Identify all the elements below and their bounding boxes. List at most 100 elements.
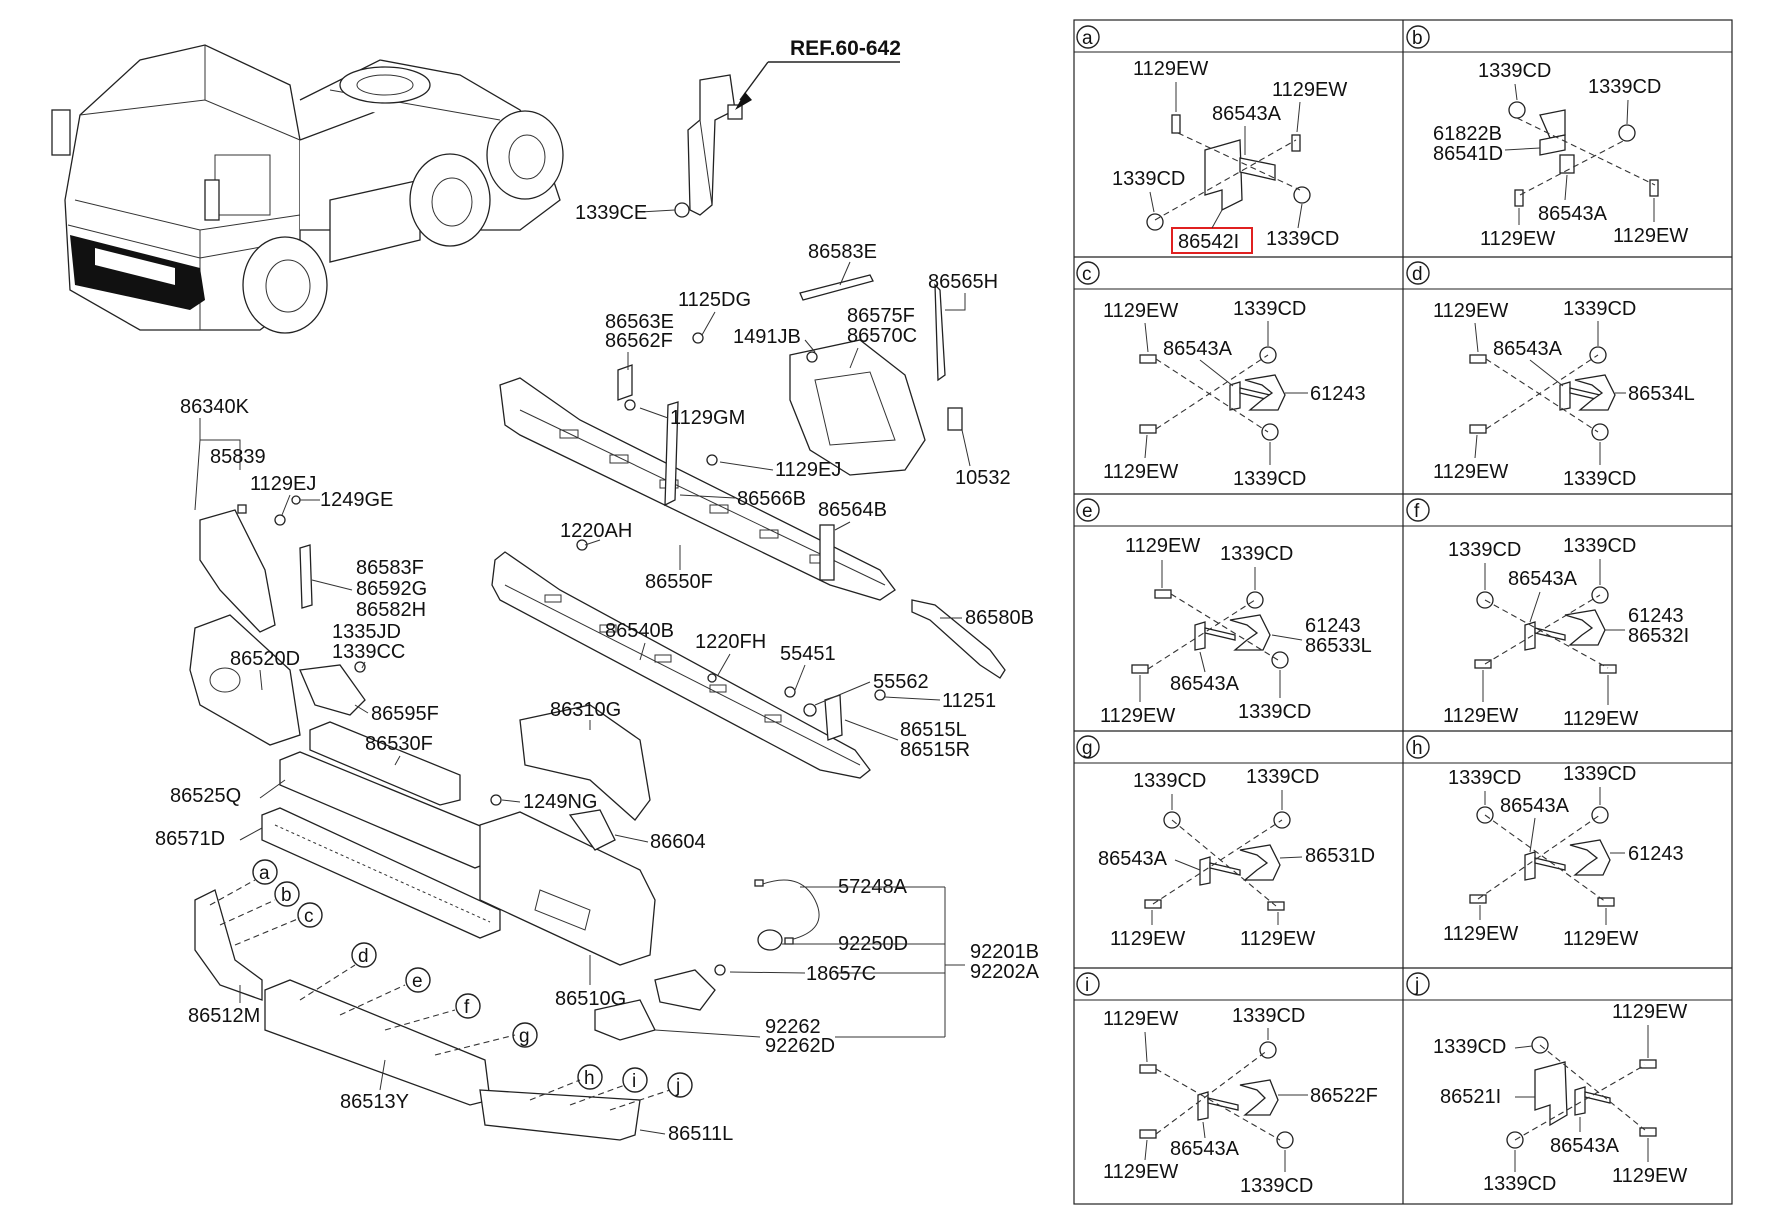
part-label: h — [1412, 738, 1423, 759]
part-label-86540B: 86540B — [605, 620, 674, 642]
part-label-86515L: 86515L — [900, 719, 967, 741]
part-label: 1339CD — [1246, 766, 1319, 788]
part-label: b — [1412, 28, 1423, 49]
panel-h: 1339CD 1339CD 86543A 61243 1129EW 1129EW — [1443, 763, 1684, 950]
part-label-1249GE: 1249GE — [320, 489, 393, 511]
part-label-86580B: 86580B — [965, 607, 1034, 629]
part-label-86583F: 86583F — [356, 557, 424, 579]
panel-g-header: g — [1076, 735, 1100, 759]
part-label: 86522F — [1310, 1085, 1378, 1107]
part-label-10532: 10532 — [955, 467, 1011, 489]
part-label: 86532I — [1628, 625, 1689, 647]
part-label: 1339CD — [1448, 539, 1521, 561]
part-label: 1129EW — [1125, 535, 1200, 557]
panel-i-header: i — [1076, 972, 1100, 996]
part-label-85839: 85839 — [210, 446, 266, 468]
panel-j-header: j — [1406, 972, 1430, 996]
part-label-86563E: 86563E — [605, 311, 674, 333]
part-label: 1129EW — [1110, 928, 1185, 950]
callout-b: b — [274, 881, 300, 907]
part-label: a — [259, 863, 270, 884]
part-label: 86543A — [1170, 1138, 1240, 1160]
part-label: 1339CD — [1112, 168, 1185, 190]
part-label: 86543A — [1538, 203, 1608, 225]
part-label-1339CE: 1339CE — [575, 202, 647, 224]
part-label: 1339CD — [1448, 767, 1521, 789]
part-label: 1339CD — [1220, 543, 1293, 565]
part-label: 86543A — [1500, 795, 1570, 817]
part-label-86564B: 86564B — [818, 499, 887, 521]
part-label: h — [584, 1068, 595, 1089]
part-label-86513Y: 86513Y — [340, 1091, 409, 1113]
panel-d-header: d — [1406, 261, 1430, 285]
highlighted-part-86542I: 86542I — [1178, 231, 1239, 253]
part-label-1220FH: 1220FH — [695, 631, 766, 653]
part-label-86582H: 86582H — [356, 599, 426, 621]
callout-h: h — [577, 1064, 603, 1090]
part-label-86510G: 86510G — [555, 988, 626, 1010]
part-label-86595F: 86595F — [371, 703, 439, 725]
panel-a-header: a — [1076, 25, 1100, 49]
part-label: 61822B — [1433, 123, 1502, 145]
part-label-86566B: 86566B — [737, 488, 806, 510]
part-label: 1339CD — [1266, 228, 1339, 250]
lower-crossmember — [491, 551, 1006, 779]
part-label-86592G: 86592G — [356, 578, 427, 600]
circle-callouts: a b c d e f g h i j — [252, 859, 693, 1098]
part-label: 1129EW — [1443, 923, 1518, 945]
part-label: d — [358, 946, 369, 967]
part-label: 1339CD — [1563, 298, 1636, 320]
part-label-1491JB: 1491JB — [733, 326, 801, 348]
panel-e: 1129EW 1339CD 61243 86533L 86543A 1129EW… — [1100, 535, 1372, 727]
part-label: g — [1082, 738, 1093, 759]
part-label-1129EJ-a: 1129EJ — [250, 473, 316, 495]
part-label: 1339CD — [1588, 76, 1661, 98]
part-label: 1129EW — [1563, 928, 1638, 950]
part-label-1339CC: 1339CC — [332, 641, 405, 663]
part-label: i — [632, 1071, 636, 1092]
part-label-86583E: 86583E — [808, 241, 877, 263]
part-label: 1129EW — [1563, 708, 1638, 730]
part-label-1335JD: 1335JD — [332, 621, 401, 643]
part-label-1249NG: 1249NG — [523, 791, 598, 813]
part-label-86512M: 86512M — [188, 1005, 260, 1027]
detail-panels-grid — [1073, 19, 1733, 1205]
panel-d: 1129EW 1339CD 86543A 86534L 1129EW 1339C… — [1433, 298, 1695, 490]
part-label: 61243 — [1628, 843, 1684, 865]
part-label: 1129EW — [1443, 705, 1518, 727]
part-label: 1339CD — [1238, 701, 1311, 723]
part-label: 86543A — [1550, 1135, 1620, 1157]
part-label: 1129EW — [1103, 1161, 1178, 1183]
part-label: c — [304, 906, 314, 927]
panel-e-header: e — [1076, 498, 1100, 522]
part-label-86530F: 86530F — [365, 733, 433, 755]
panel-a: 1129EW 86543A 1129EW 1339CD 1339CD 86542… — [1112, 58, 1347, 254]
bumper-left-parts — [189, 495, 820, 1141]
part-label-55451: 55451 — [780, 643, 836, 665]
part-label-92202A: 92202A — [970, 961, 1040, 983]
part-label-86515R: 86515R — [900, 739, 970, 761]
part-label-55562: 55562 — [873, 671, 929, 693]
part-label-92262D: 92262D — [765, 1035, 835, 1057]
part-label: g — [519, 1026, 530, 1047]
part-label: 86533L — [1305, 635, 1372, 657]
part-label: 1129EW — [1100, 705, 1175, 727]
part-label-86550F: 86550F — [645, 571, 713, 593]
part-label: 1339CD — [1232, 1005, 1305, 1027]
part-label: 1129EW — [1613, 225, 1688, 247]
part-label: 1339CD — [1433, 1036, 1506, 1058]
part-label-92262: 92262 — [765, 1016, 821, 1038]
part-label-1129GM: 1129GM — [670, 407, 745, 429]
part-label: c — [1082, 264, 1092, 285]
part-label: j — [1414, 975, 1419, 996]
part-label-86570C: 86570C — [847, 325, 917, 347]
ref-bracket: REF.60-642 1339CE — [575, 37, 901, 224]
part-label-1129EJ-b: 1129EJ — [775, 459, 841, 481]
part-label: 1129EW — [1133, 58, 1208, 80]
part-label: d — [1412, 264, 1423, 285]
part-label: 1339CD — [1240, 1175, 1313, 1197]
callout-e: e — [405, 967, 431, 993]
part-label: b — [281, 885, 292, 906]
part-label: 86534L — [1628, 383, 1695, 405]
part-label: 1339CD — [1563, 468, 1636, 490]
